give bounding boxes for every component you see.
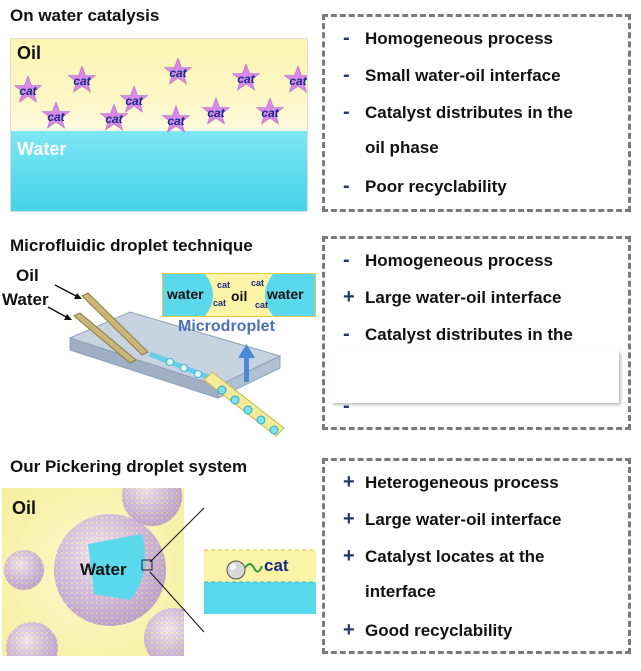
water-label: Water xyxy=(17,139,67,159)
catalyst-label: cat xyxy=(289,74,307,88)
catalyst-label: cat xyxy=(167,114,185,128)
plus-icon: + xyxy=(343,286,355,308)
pickering-panel: Oil Water xyxy=(2,488,184,656)
catalyst-label: cat xyxy=(261,106,279,120)
section1-title: On water catalysis xyxy=(10,6,160,25)
occluding-overlay xyxy=(331,351,619,403)
s3-bullet-2: + Catalyst locates at the xyxy=(343,545,545,568)
s2-oil-label: Oil xyxy=(16,266,39,285)
s3-cat-label: cat xyxy=(264,556,289,575)
catalyst-star-icon: cat xyxy=(119,85,149,115)
section1-feature-box: -Homogeneous process -Small water-oil in… xyxy=(322,14,631,212)
s3-water-label: Water xyxy=(80,560,127,579)
bullet-text: Small water-oil interface xyxy=(365,66,561,85)
catalyst-star-icon: cat xyxy=(231,63,261,93)
bullet-text: Catalyst distributes in the xyxy=(365,325,573,344)
bullet-text: Heterogeneous process xyxy=(365,473,559,492)
catalyst-star-icon: cat xyxy=(13,75,43,105)
bullet-text: Catalyst distributes in the xyxy=(365,103,573,122)
inset-cat-3: cat xyxy=(251,278,265,288)
catalyst-label: cat xyxy=(73,74,91,88)
minus-icon: - xyxy=(343,27,350,49)
s1-bullet-3: oil phase xyxy=(343,138,439,158)
s3-bullet-0: + Heterogeneous process xyxy=(343,471,559,494)
inset-water-left: water xyxy=(167,286,204,302)
s2-bullet-0: -Homogeneous process xyxy=(343,249,553,272)
s1-bullet-1: -Small water-oil interface xyxy=(343,64,561,87)
s1-bullet-0: -Homogeneous process xyxy=(343,27,553,50)
inset-cat-2: cat xyxy=(213,298,227,308)
inset-cat-1: cat xyxy=(217,280,231,290)
s2-water-label: Water xyxy=(2,290,49,309)
plus-icon: + xyxy=(343,508,355,530)
catalyst-label: cat xyxy=(207,106,225,120)
s3-bullet-3: interface xyxy=(343,582,436,602)
s1-bullet-2: -Catalyst distributes in the xyxy=(343,101,573,124)
interface-zoom-inset: cat xyxy=(204,520,316,614)
microdroplet-label: Microdroplet xyxy=(178,318,275,335)
plus-icon: + xyxy=(343,545,355,567)
plus-icon: + xyxy=(343,619,355,641)
bullet-text: Homogeneous process xyxy=(365,251,553,270)
bullet-text: Large water-oil interface xyxy=(365,288,562,307)
catalyst-label: cat xyxy=(125,94,143,108)
s3-bullet-4: + Good recyclability xyxy=(343,619,512,642)
catalyst-label: cat xyxy=(19,84,37,98)
catalyst-star-icon: cat xyxy=(255,97,285,127)
catalyst-star-icon: cat xyxy=(201,97,231,127)
minus-icon: - xyxy=(343,395,350,417)
catalyst-star-icon: cat xyxy=(163,57,193,87)
catalyst-label: cat xyxy=(169,66,187,80)
section2-title: Microfluidic droplet technique xyxy=(10,236,253,255)
section3-title: Our Pickering droplet system xyxy=(10,457,248,476)
catalyst-star-icon: cat xyxy=(99,103,129,133)
inset-oil: oil xyxy=(231,288,248,304)
minus-icon: - xyxy=(343,175,350,197)
catalyst-label: cat xyxy=(237,72,255,86)
catalyst-star-icon: cat xyxy=(161,105,191,135)
section2-feature-box: -Homogeneous process +Large water-oil in… xyxy=(322,236,631,430)
bullet-text: Good recyclability xyxy=(365,621,513,640)
inset-cat-4: cat xyxy=(255,300,269,310)
minus-icon: - xyxy=(343,249,350,271)
bullet-text: Homogeneous process xyxy=(365,29,553,48)
bullet-text: Large water-oil interface xyxy=(365,510,562,529)
inset-water-right: water xyxy=(267,286,304,302)
catalyst-label: cat xyxy=(105,112,123,126)
bullet-text: Poor recyclability xyxy=(365,177,507,196)
plus-icon: + xyxy=(343,471,355,493)
catalyst-label: cat xyxy=(47,110,65,124)
s1-bullet-4: -Poor recyclability xyxy=(343,175,507,198)
s3-oil-label: Oil xyxy=(12,498,37,518)
microfluidic-device-drawing xyxy=(47,284,285,437)
bullet-text: oil phase xyxy=(365,138,439,157)
oil-label: Oil xyxy=(17,43,42,63)
s2-bullet-3: - xyxy=(343,395,365,418)
s2-bullet-2: -Catalyst distributes in the xyxy=(343,323,573,346)
microdroplet-inset: water oil water cat cat cat cat xyxy=(162,273,316,317)
bullet-text: interface xyxy=(365,582,436,601)
section3-feature-box: + Heterogeneous process + Large water-oil … xyxy=(322,458,631,654)
zoom-lines xyxy=(149,507,205,633)
bullet-text: Catalyst locates at the xyxy=(365,547,545,566)
s2-bullet-1: + Large water-oil interface xyxy=(343,286,562,309)
s3-bullet-1: + Large water-oil interface xyxy=(343,508,562,531)
catalyst-star-icon: cat xyxy=(283,65,307,95)
minus-icon: - xyxy=(343,101,350,123)
water-layer xyxy=(11,131,307,211)
minus-icon: - xyxy=(343,323,350,345)
catalyst-star-icon: cat xyxy=(41,101,71,131)
minus-icon: - xyxy=(343,64,350,86)
catalyst-star-icon: cat xyxy=(67,65,97,95)
